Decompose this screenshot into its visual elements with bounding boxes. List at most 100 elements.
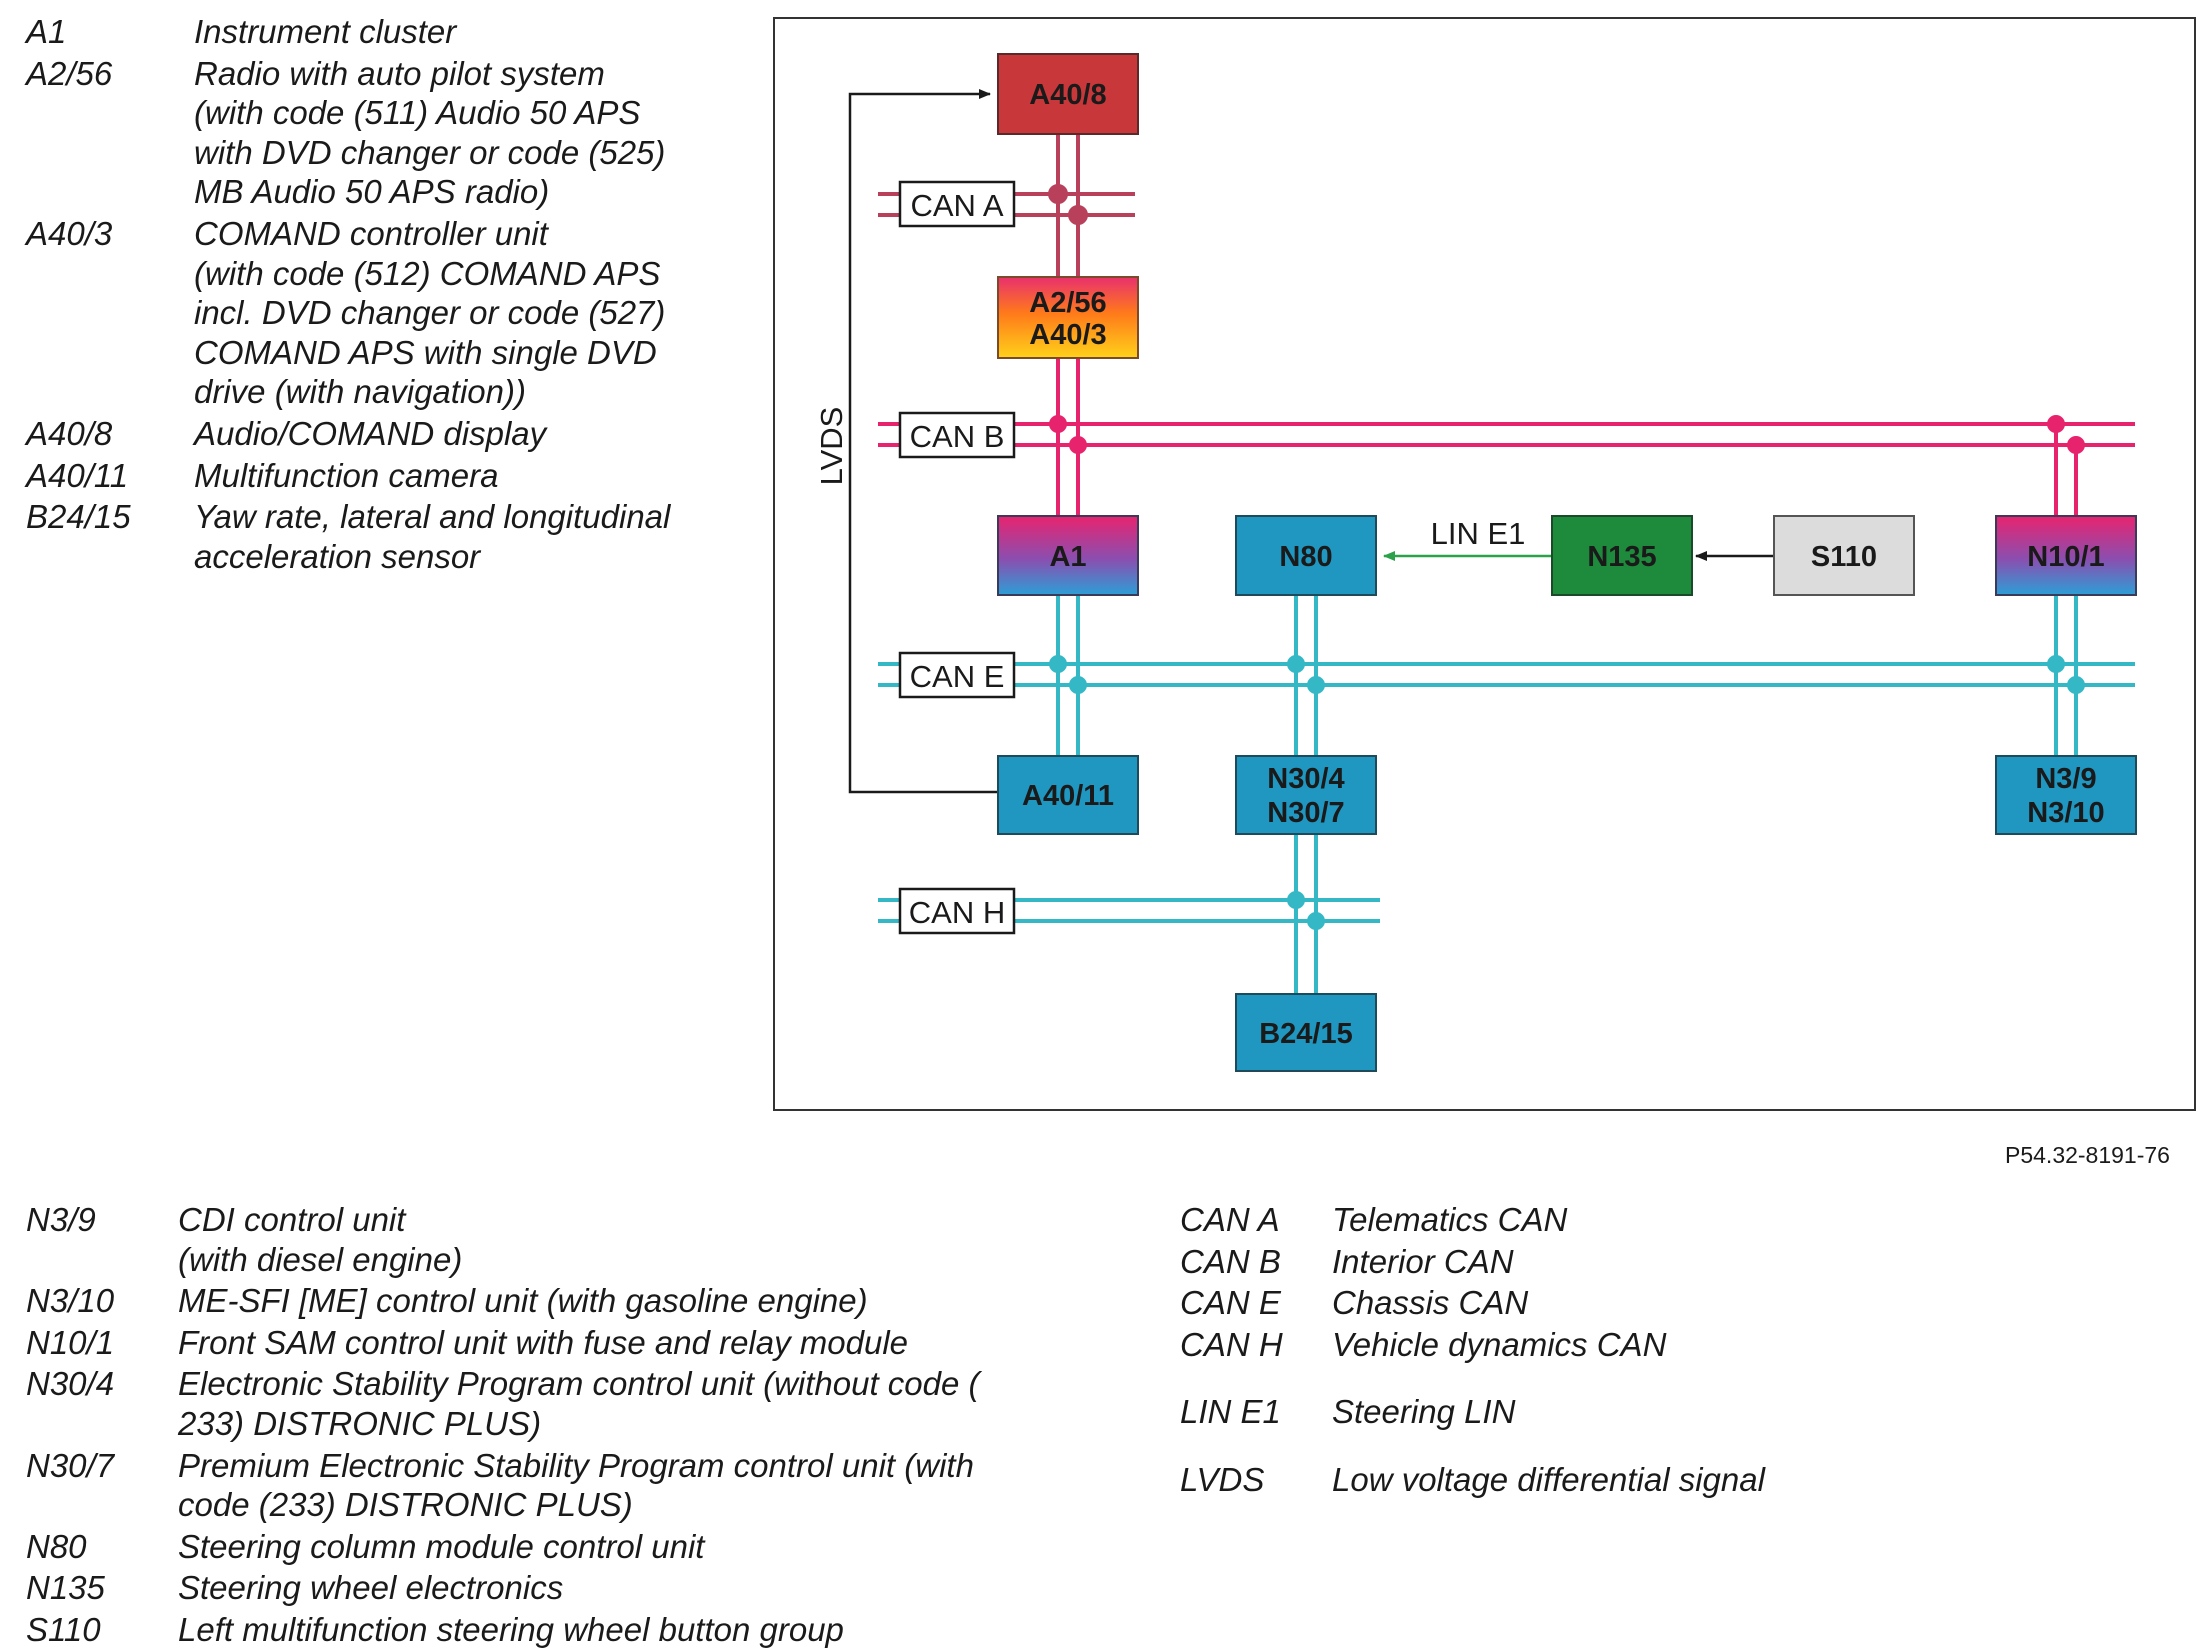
legend-description-line: CDI control unit	[178, 1201, 406, 1238]
svg-text:N3/9: N3/9	[2035, 763, 2096, 795]
legend-code: N80	[26, 1527, 87, 1565]
svg-text:N80: N80	[1279, 541, 1332, 573]
lvds-label: LVDS	[814, 407, 849, 486]
legend-code: B24/15	[26, 498, 131, 536]
block-b24-15: B24/15	[1235, 993, 1377, 1072]
legend-description-line: Multifunction camera	[194, 456, 499, 494]
legend-bottom-entry: N10/1 Front SAM control unit with fuse an…	[26, 1323, 1026, 1363]
legend-description-line: Steering wheel electronics	[178, 1569, 564, 1607]
abbreviation-code: CAN A	[1180, 1201, 1280, 1238]
legend-description-line: (with diesel engine)	[178, 1240, 463, 1278]
lvds-connection	[848, 89, 998, 794]
legend-code: N135	[26, 1569, 105, 1607]
legend-description-line: Radio with auto pilot system	[194, 54, 605, 92]
legend-description: Instrument cluster	[194, 12, 746, 52]
legend-description-line: Yaw rate, lateral and longitudinal	[194, 498, 671, 536]
svg-text:B24/15: B24/15	[1259, 1018, 1353, 1050]
can-e-label: CAN E	[898, 651, 1016, 699]
legend-description: Audio/COMAND display	[194, 414, 746, 454]
abbreviation-description: Low voltage differential signal	[1332, 1460, 1765, 1498]
legend-description-line: with DVD changer or code (525)	[194, 133, 666, 171]
svg-text:S110: S110	[1811, 541, 1877, 573]
block-s110: S110	[1773, 515, 1915, 596]
legend-bottom-entry: S110 Left multifunction steering wheel bu…	[26, 1610, 1026, 1650]
can-e-bus	[878, 595, 2135, 756]
legend-description-line: Electronic Stability Program control uni…	[178, 1365, 980, 1403]
legend-code: N10/1	[26, 1323, 115, 1361]
abbreviation-description: Telematics CAN	[1332, 1201, 1568, 1238]
lin-e1-connection: LIN E1	[1383, 516, 1552, 561]
block-n80: N80	[1235, 515, 1377, 596]
svg-text:N135: N135	[1587, 541, 1656, 573]
abbreviation-description: Interior CAN	[1332, 1242, 1514, 1280]
legend-description-line: Left multifunction steering wheel button…	[178, 1610, 844, 1648]
legend-description-line: Instrument cluster	[194, 13, 457, 50]
legend-description-line: 233) DISTRONIC PLUS)	[178, 1404, 542, 1442]
legend-code: N3/10	[26, 1282, 115, 1320]
legend-bottom-entry: N135 Steering wheel electronics	[26, 1568, 1026, 1608]
svg-text:A2/56: A2/56	[1029, 287, 1106, 319]
block-a1: A1	[997, 515, 1139, 596]
can-h-label: CAN H	[898, 887, 1016, 935]
legend-description-line: Audio/COMAND display	[194, 414, 547, 452]
svg-text:CAN E: CAN E	[910, 659, 1005, 694]
legend-description: Electronic Stability Program control uni…	[178, 1364, 1026, 1443]
abbreviation-code: CAN B	[1180, 1242, 1281, 1280]
abbreviation-entry: LVDS Low voltage differential signal	[1180, 1460, 2080, 1500]
svg-text:CAN A: CAN A	[910, 188, 1003, 223]
legend-description-line: code (233) DISTRONIC PLUS)	[178, 1486, 633, 1524]
legend-description: COMAND controller unit(with code (512) C…	[194, 214, 746, 412]
svg-text:A40/3: A40/3	[1029, 319, 1106, 351]
can-b-bus	[878, 358, 2135, 516]
legend-code: S110	[26, 1610, 101, 1648]
legend-description-line: COMAND controller unit	[194, 214, 548, 252]
legend-gap	[1180, 1434, 2080, 1460]
figure-id: P54.32-8191-76	[2005, 1142, 2170, 1168]
svg-text:A40/8: A40/8	[1029, 79, 1106, 111]
legend-description-line: acceleration sensor	[194, 537, 481, 575]
legend-code: A40/8	[26, 414, 113, 452]
legend-description: Left multifunction steering wheel button…	[178, 1610, 1026, 1650]
legend-top-entry: A40/8 Audio/COMAND display	[26, 414, 746, 454]
legend-description: Multifunction camera	[194, 456, 746, 496]
block-n10-1: N10/1	[1995, 515, 2137, 596]
abbreviation-description: Steering LIN	[1332, 1393, 1516, 1431]
legend-code: A2/56	[26, 54, 113, 92]
svg-text:N10/1: N10/1	[2027, 541, 2104, 573]
legend-bottom-entry: N3/10 ME-SFI [ME] control unit (with gaso…	[26, 1281, 1026, 1321]
legend-description: Premium Electronic Stability Program con…	[178, 1446, 1026, 1525]
legend-bottom-entry: N3/9 CDI control unit(with diesel engine)	[26, 1200, 1026, 1279]
abbreviation-description: Chassis CAN	[1332, 1284, 1529, 1322]
legend-description-line: (with code (512) COMAND APS	[194, 254, 661, 292]
svg-text:CAN B: CAN B	[910, 419, 1005, 454]
legend-top-entry: B24/15 Yaw rate, lateral and longitudinal…	[26, 497, 746, 576]
legend-bottom: N3/9 CDI control unit(with diesel engine)…	[26, 1200, 1026, 1652]
abbreviation-entry: CAN B Interior CAN	[1180, 1242, 2080, 1282]
legend-description-line: incl. DVD changer or code (527)	[194, 294, 666, 332]
abbreviation-code: CAN H	[1180, 1325, 1283, 1363]
block-n3-9-n3-10: N3/9 N3/10	[1995, 755, 2137, 835]
legend-description: Front SAM control unit with fuse and rel…	[178, 1323, 1026, 1363]
legend-gap	[1180, 1366, 2080, 1392]
can-b-label: CAN B	[898, 411, 1016, 459]
legend-code: N3/9	[26, 1201, 96, 1238]
legend-description: Steering wheel electronics	[178, 1568, 1026, 1608]
legend-top-entry: A2/56 Radio with auto pilot system(with c…	[26, 54, 746, 212]
legend-description-line: drive (with navigation))	[194, 373, 526, 411]
legend-description: CDI control unit(with diesel engine)	[178, 1200, 1026, 1279]
legend-description: ME-SFI [ME] control unit (with gasoline …	[178, 1281, 1026, 1321]
legend-description-line: Front SAM control unit with fuse and rel…	[178, 1323, 909, 1361]
legend-description: Radio with auto pilot system(with code (…	[194, 54, 746, 212]
legend-description-line: ME-SFI [ME] control unit (with gasoline …	[178, 1282, 868, 1320]
abbreviation-code: LVDS	[1180, 1460, 1265, 1498]
